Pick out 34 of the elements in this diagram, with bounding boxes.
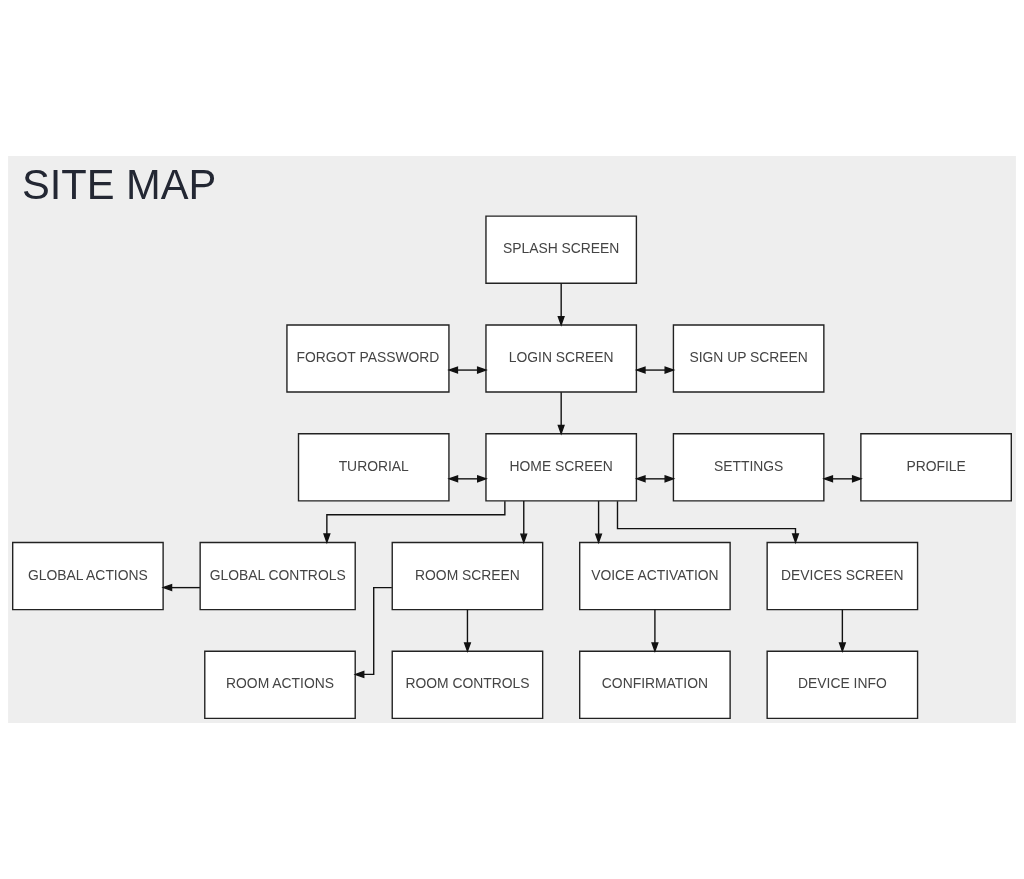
node-box: SIGN UP SCREEN bbox=[672, 324, 825, 393]
arrow bbox=[353, 586, 393, 679]
arrow bbox=[463, 609, 472, 654]
node-box: VOICE ACTIVATION bbox=[579, 541, 731, 611]
arrow bbox=[594, 500, 603, 545]
arrow bbox=[838, 609, 847, 654]
node-box: DEVICE INFO bbox=[766, 650, 919, 720]
node-box: ROOM CONTROLS bbox=[391, 650, 544, 720]
arrow bbox=[323, 500, 506, 545]
node-box: LOGIN SCREEN bbox=[485, 324, 638, 393]
node-box: CONFIRMATION bbox=[579, 650, 731, 720]
arrow bbox=[447, 475, 488, 483]
node-box: HOME SCREEN bbox=[485, 433, 638, 502]
node-box: SETTINGS bbox=[672, 433, 825, 502]
arrow bbox=[519, 500, 528, 545]
arrow bbox=[161, 583, 201, 592]
arrow bbox=[447, 366, 488, 374]
node-box: GLOBAL ACTIONS bbox=[12, 541, 164, 611]
node-box: ROOM ACTIONS bbox=[204, 650, 356, 720]
arrow bbox=[616, 500, 800, 545]
arrow bbox=[634, 475, 676, 483]
arrow bbox=[634, 366, 676, 374]
arrow bbox=[651, 609, 659, 654]
node-box: FORGOT PASSWORD bbox=[286, 324, 450, 393]
arrow bbox=[822, 475, 863, 483]
arrow bbox=[557, 282, 565, 327]
node-box: GLOBAL CONTROLS bbox=[199, 541, 356, 611]
node-box: ROOM SCREEN bbox=[391, 541, 544, 611]
node-box: PROFILE bbox=[860, 433, 1012, 502]
diagram-title: SITE MAP bbox=[21, 160, 217, 208]
node-box: TURORIAL bbox=[297, 433, 450, 502]
arrow bbox=[557, 391, 565, 436]
node-box: SPLASH SCREEN bbox=[485, 215, 638, 284]
node-box: DEVICES SCREEN bbox=[766, 541, 919, 611]
